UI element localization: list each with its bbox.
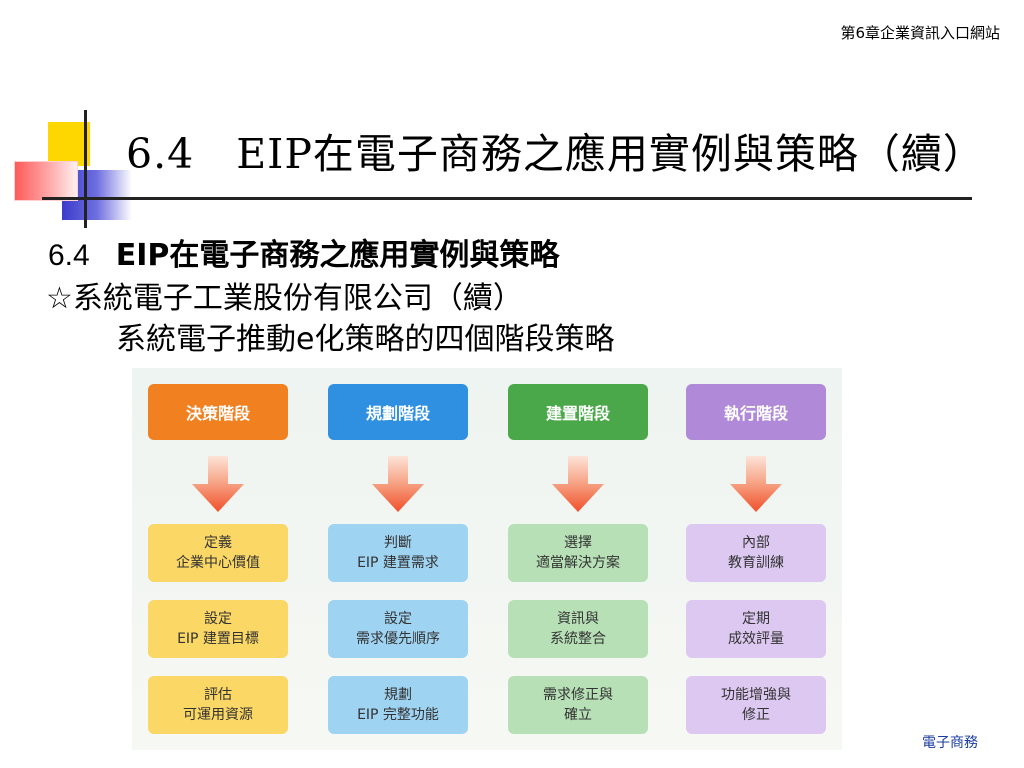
stage-header: 決策階段 — [148, 384, 288, 440]
stage-item-line: 適當解決方案 — [536, 555, 620, 571]
down-arrow-icon — [730, 456, 782, 512]
stage-item-line: 可運用資源 — [183, 707, 253, 723]
stage-item-line: EIP 建置目標 — [177, 631, 259, 647]
section-number: 6.4 — [48, 239, 90, 272]
decor-red-block — [14, 161, 78, 201]
stage-column-3: 建置階段選擇適當解決方案資訊與系統整合需求修正與確立 — [508, 368, 648, 750]
stage-item-line: 判斷 — [384, 535, 412, 551]
stage-item-line: 定義 — [204, 535, 232, 551]
stage-item-line: 規劃 — [384, 687, 412, 703]
footer-label: 電子商務 — [922, 735, 978, 751]
down-arrow-icon — [552, 456, 604, 512]
stage-item: 定期成效評量 — [686, 600, 826, 658]
stage-column-1: 決策階段定義企業中心價值設定 EIP 建置目標評估可運用資源 — [148, 368, 288, 750]
stage-header: 建置階段 — [508, 384, 648, 440]
stage-item-line: 評估 — [204, 687, 232, 703]
stage-item-line: EIP 建置需求 — [357, 555, 439, 571]
strategy-line: 系統電子推動e化策略的四個階段策略 — [116, 322, 615, 357]
stage-item-line: 設定 — [204, 611, 232, 627]
down-arrow-icon — [192, 456, 244, 512]
stage-item-line: 成效評量 — [728, 631, 784, 647]
stage-item: 規劃 EIP 完整功能 — [328, 676, 468, 734]
stage-item-line: 設定 — [384, 611, 412, 627]
slide-title: 6.4 EIP在電子商務之應用實例與策略（續） — [126, 130, 985, 178]
stage-item: 需求修正與確立 — [508, 676, 648, 734]
section-heading: 6.4 EIP在電子商務之應用實例與策略 — [48, 230, 559, 274]
stage-item-line: 需求優先順序 — [356, 631, 440, 647]
stage-item: 定義企業中心價值 — [148, 524, 288, 582]
decor-vertical-line — [84, 110, 87, 228]
stage-item-line: 企業中心價值 — [176, 555, 260, 571]
stage-item-line: 功能增強與 — [721, 687, 791, 703]
stage-column-2: 規劃階段判斷 EIP 建置需求設定需求優先順序規劃 EIP 完整功能 — [328, 368, 468, 750]
stage-item: 判斷 EIP 建置需求 — [328, 524, 468, 582]
stage-item: 設定 EIP 建置目標 — [148, 600, 288, 658]
decor-yellow-block — [48, 122, 90, 166]
stage-item-line: 資訊與 — [557, 611, 599, 627]
stage-header: 執行階段 — [686, 384, 826, 440]
chapter-label: 第6章企業資訊入口網站 — [840, 24, 1000, 42]
stage-item-line: EIP 完整功能 — [357, 707, 439, 723]
stage-header: 規劃階段 — [328, 384, 468, 440]
company-line: ☆系統電子工業股份有限公司（續） — [46, 281, 523, 316]
stage-item: 評估可運用資源 — [148, 676, 288, 734]
down-arrow-icon — [372, 456, 424, 512]
decor-horizontal-line — [42, 197, 972, 200]
stage-item: 資訊與系統整合 — [508, 600, 648, 658]
stage-item-line: 確立 — [564, 707, 592, 723]
stage-column-4: 執行階段內部教育訓練定期成效評量功能增強與修正 — [686, 368, 826, 750]
stage-item-line: 定期 — [742, 611, 770, 627]
section-heading-text: EIP在電子商務之應用實例與策略 — [115, 238, 560, 273]
stage-item: 內部教育訓練 — [686, 524, 826, 582]
stage-item: 設定需求優先順序 — [328, 600, 468, 658]
stage-item: 選擇適當解決方案 — [508, 524, 648, 582]
stage-item: 功能增強與修正 — [686, 676, 826, 734]
stage-item-line: 教育訓練 — [728, 555, 784, 571]
stage-item-line: 需求修正與 — [543, 687, 613, 703]
stage-item-line: 內部 — [742, 535, 770, 551]
stage-item-line: 修正 — [742, 707, 770, 723]
stage-item-line: 系統整合 — [550, 631, 606, 647]
stage-item-line: 選擇 — [564, 535, 592, 551]
